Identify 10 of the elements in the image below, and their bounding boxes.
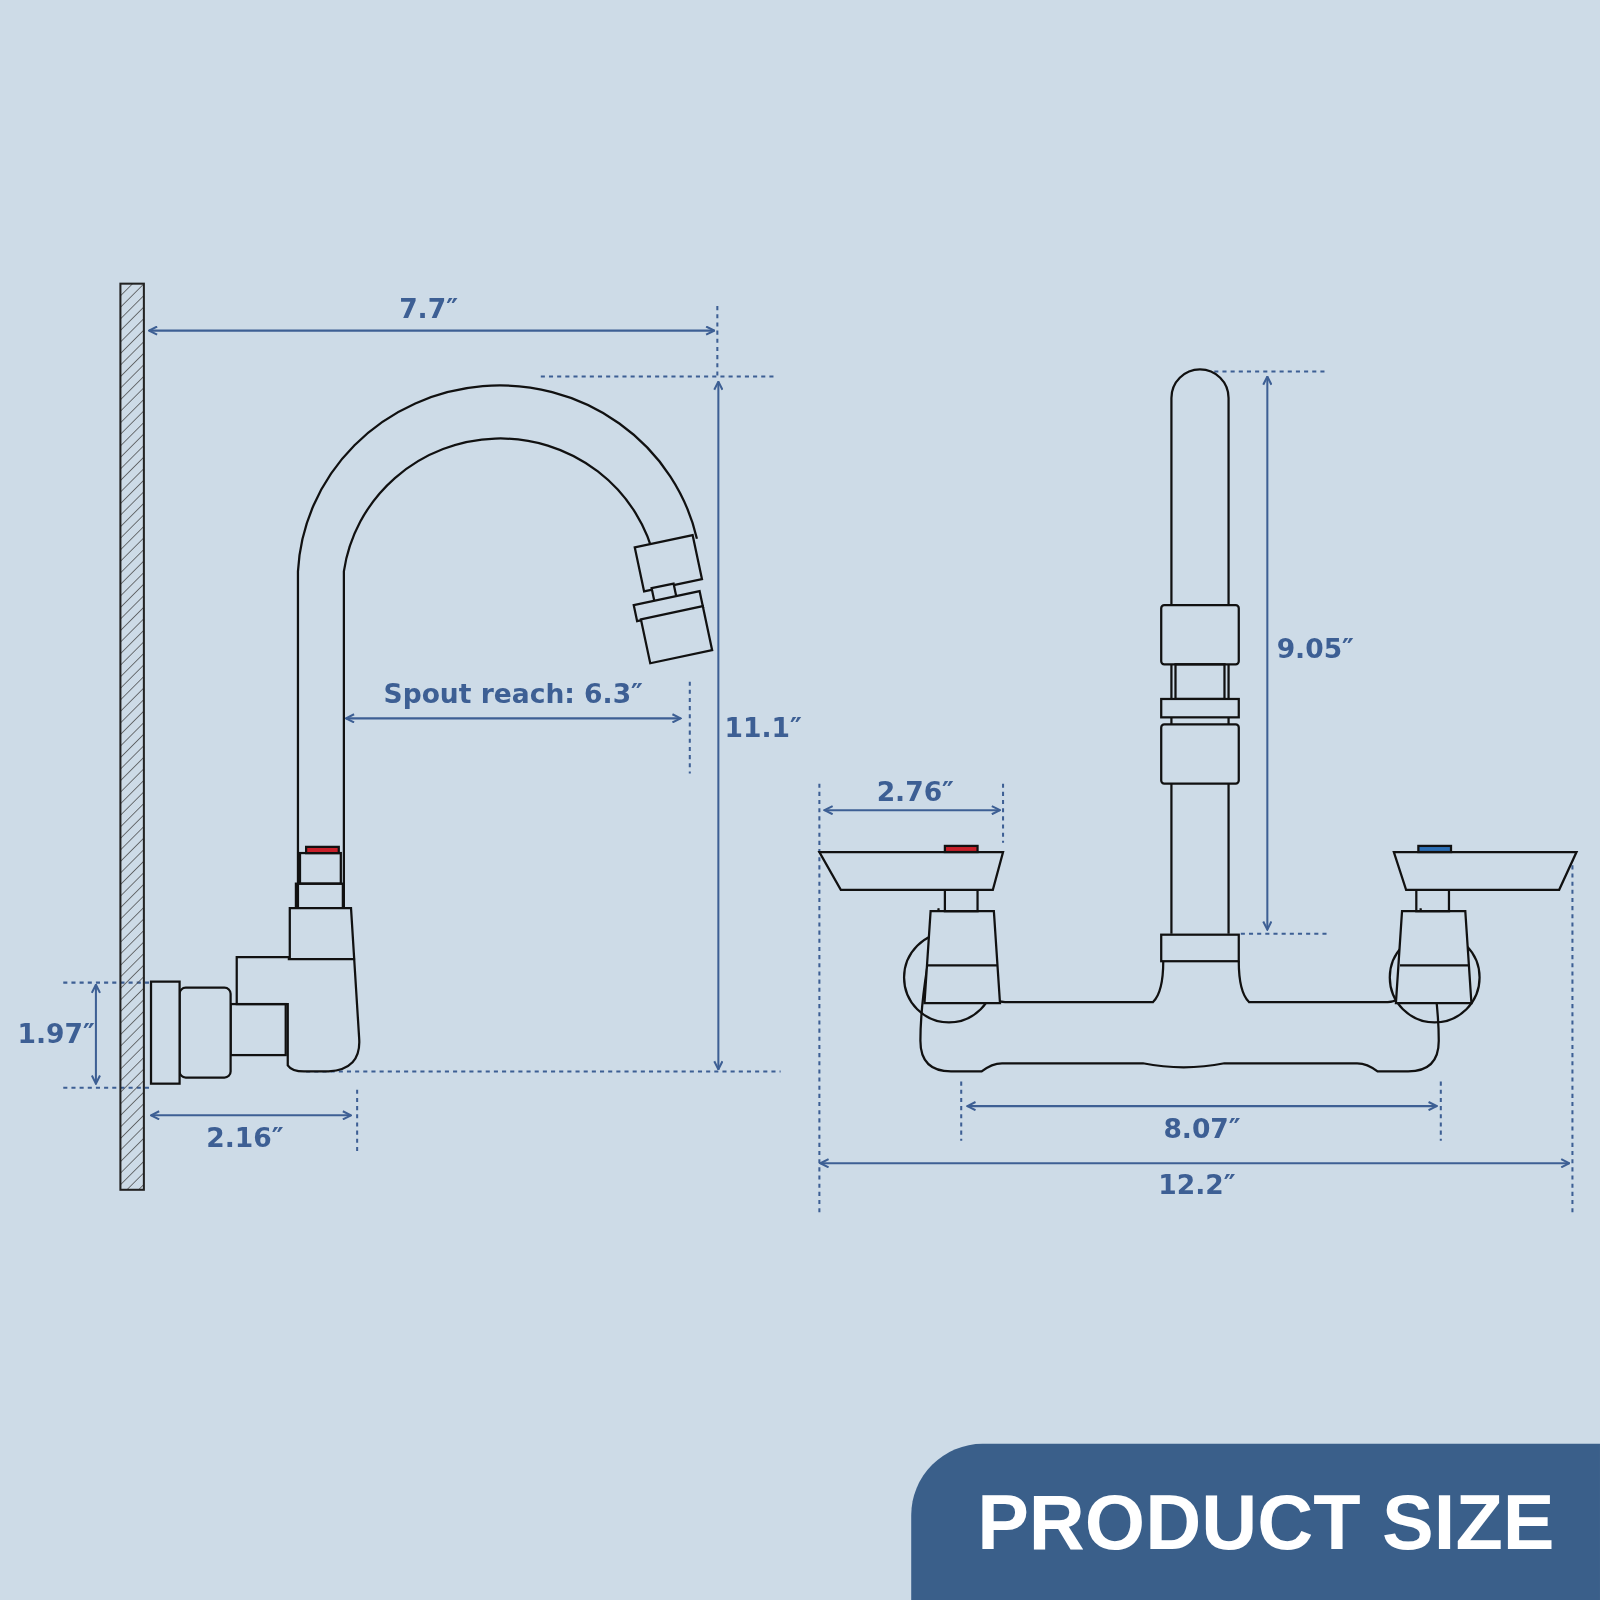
dimension-label: 1.97″ xyxy=(17,1018,95,1049)
dimension-label: 7.7″ xyxy=(399,293,458,325)
dimension-label: 12.2″ xyxy=(1158,1169,1236,1200)
dimension-label: Spout reach: 6.3″ xyxy=(383,678,643,710)
dimension-label: 2.16″ xyxy=(206,1122,284,1154)
dimension-label: 2.76″ xyxy=(876,776,954,808)
dimension-label: 11.1″ xyxy=(724,712,802,743)
dimension-label: 9.05″ xyxy=(1276,633,1354,665)
title-banner: PRODUCT SIZE xyxy=(911,1443,1600,1600)
dimension-label: 8.07″ xyxy=(1163,1113,1241,1144)
